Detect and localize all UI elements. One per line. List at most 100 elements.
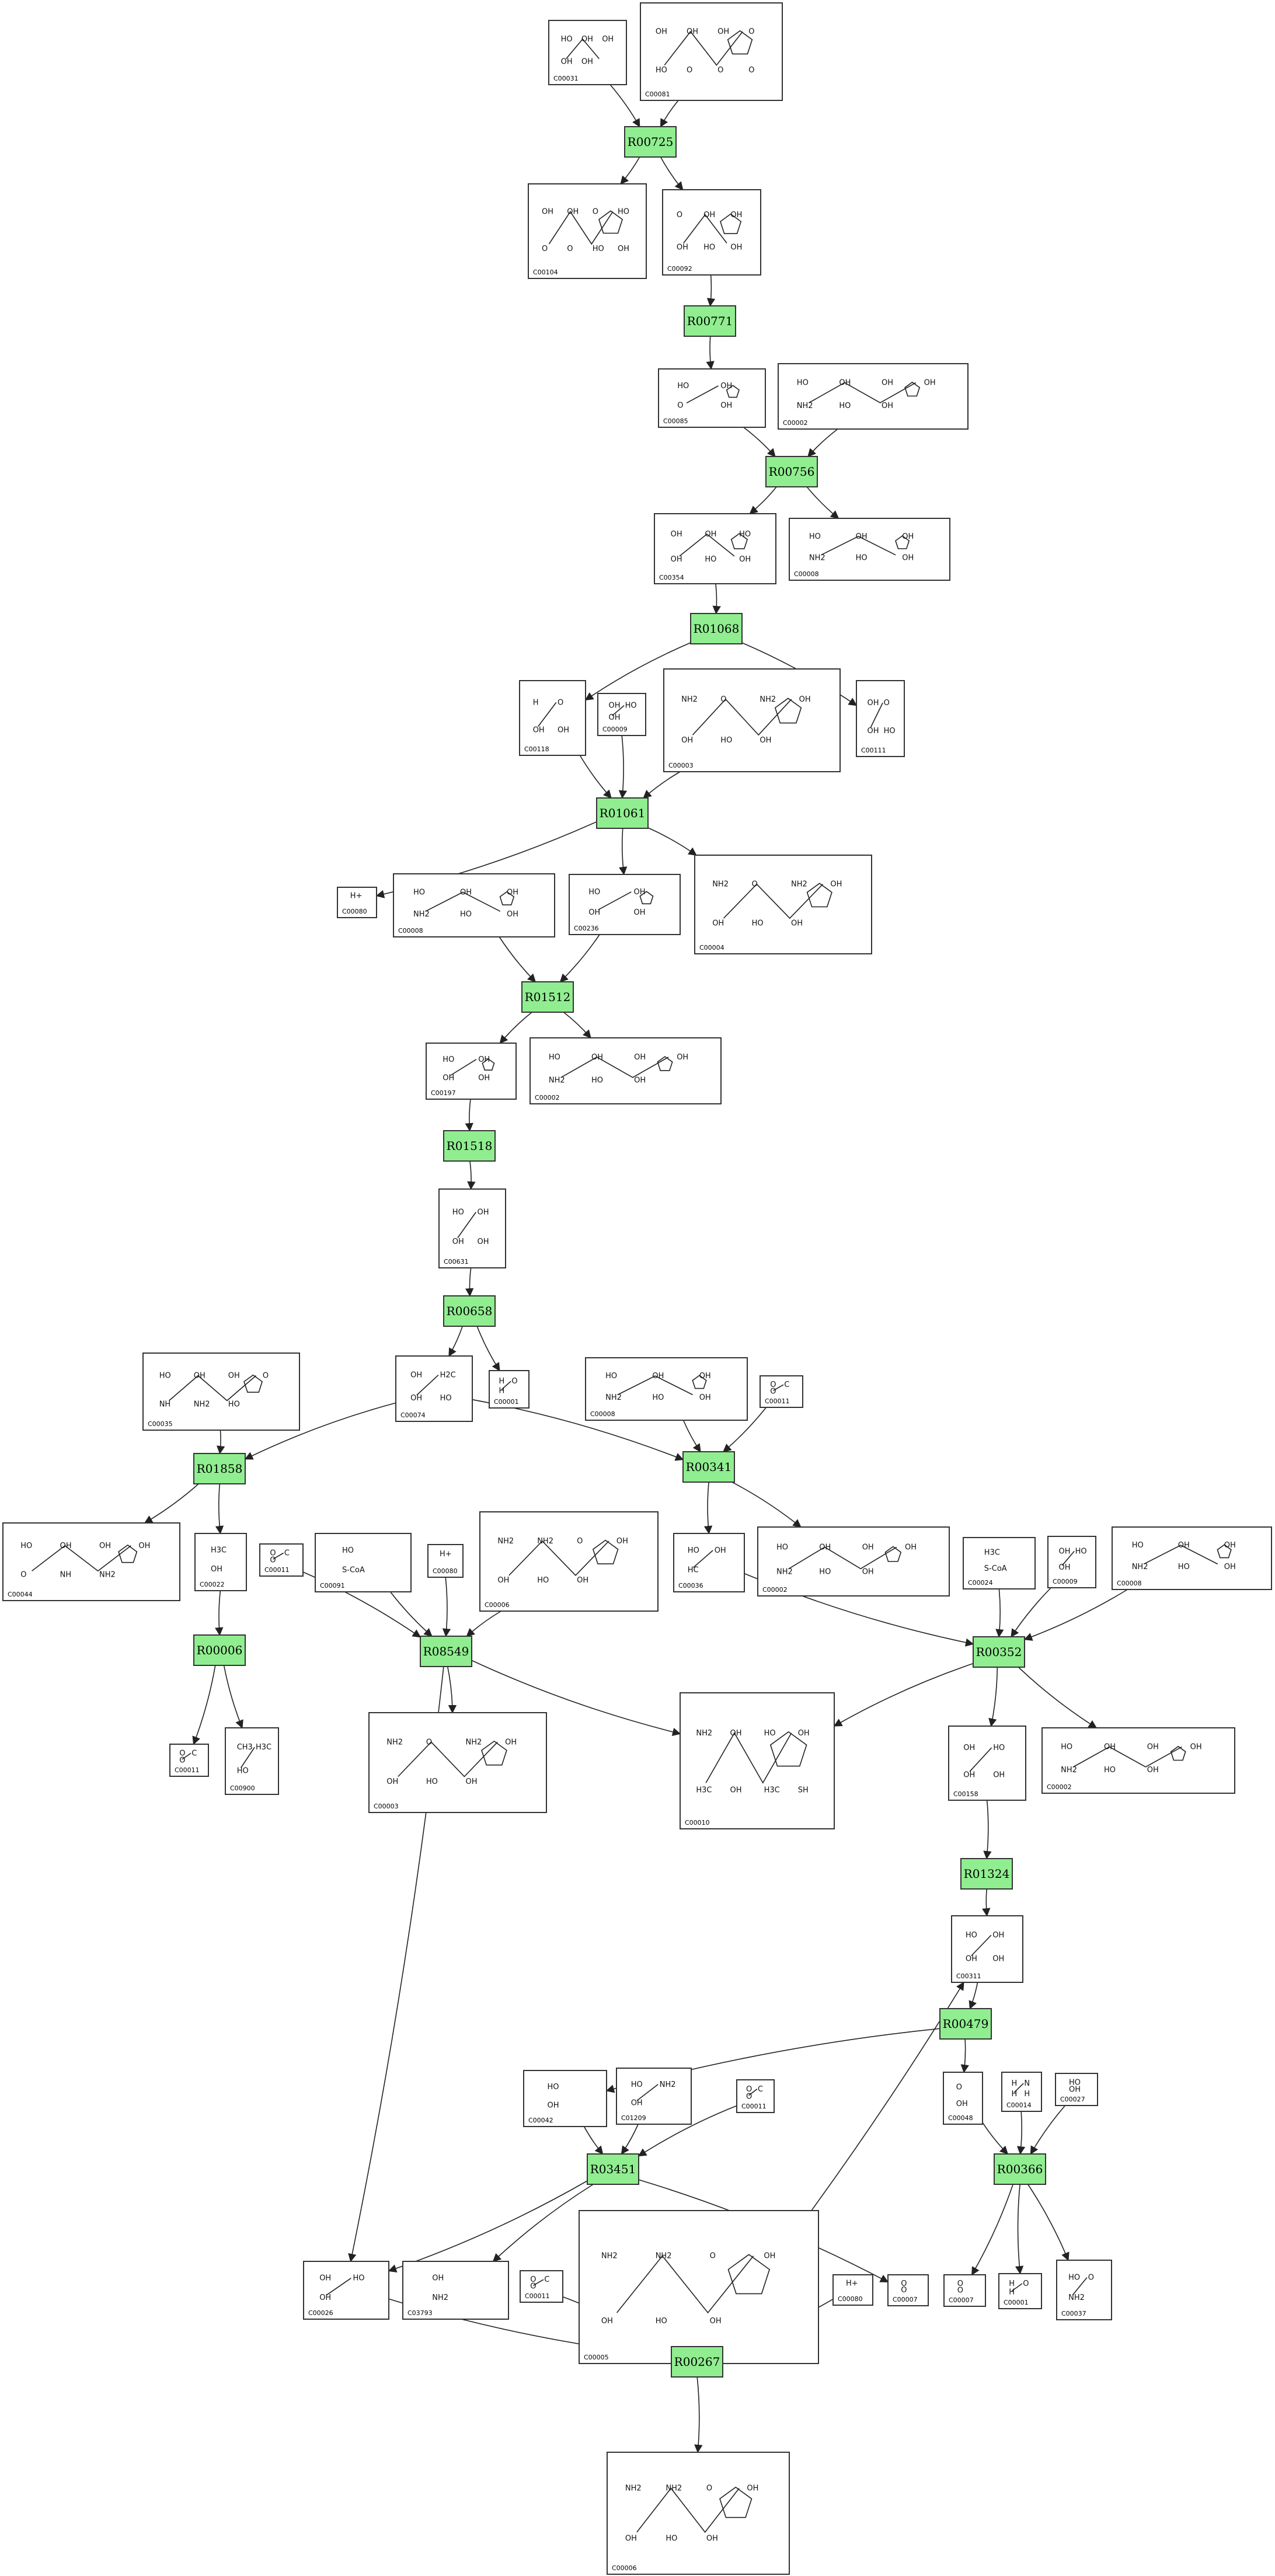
reaction-node-R00267[interactable]: R00267	[671, 2346, 723, 2378]
compound-box[interactable]	[315, 1533, 412, 1592]
compound-box[interactable]	[663, 668, 841, 772]
compound-box[interactable]	[259, 1543, 304, 1577]
reaction-box[interactable]	[443, 1295, 496, 1327]
reaction-node-R00658[interactable]: R00658	[443, 1295, 496, 1327]
reaction-box[interactable]	[973, 1636, 1025, 1668]
reaction-node-R01512[interactable]: R01512	[521, 981, 574, 1013]
compound-box[interactable]	[2, 1522, 180, 1601]
compound-box[interactable]	[194, 1533, 247, 1591]
compound-box[interactable]	[673, 1533, 745, 1592]
reaction-node-R01068[interactable]: R01068	[690, 613, 743, 644]
reaction-box[interactable]	[193, 1453, 246, 1484]
compound-box[interactable]	[529, 1037, 722, 1104]
compound-box[interactable]	[1055, 2073, 1098, 2106]
compound-box[interactable]	[528, 183, 647, 279]
reaction-node-R01061[interactable]: R01061	[596, 797, 649, 829]
compound-box[interactable]	[943, 2274, 986, 2307]
compound-box[interactable]	[1047, 1536, 1096, 1588]
reaction-box[interactable]	[690, 613, 743, 644]
reaction-node-R00756[interactable]: R00756	[765, 456, 818, 487]
reaction-node-R01324[interactable]: R01324	[960, 1858, 1013, 1890]
compound-box[interactable]	[438, 1188, 506, 1268]
reaction-box[interactable]	[596, 797, 649, 829]
compound-box[interactable]	[169, 1744, 209, 1777]
compound-box[interactable]	[225, 1727, 279, 1795]
compound-box[interactable]	[489, 1370, 529, 1409]
reaction-box[interactable]	[765, 456, 818, 487]
reaction-node-R00771[interactable]: R00771	[684, 305, 736, 337]
compound-box[interactable]	[393, 873, 555, 937]
compound-box[interactable]	[427, 1544, 464, 1578]
reaction-box[interactable]	[587, 2153, 639, 2185]
reaction-box[interactable]	[521, 981, 574, 1013]
compound-box[interactable]	[519, 680, 586, 756]
compound-box[interactable]	[1112, 1526, 1272, 1590]
compound-box[interactable]	[998, 2273, 1042, 2309]
reaction-box[interactable]	[193, 1634, 246, 1666]
reaction-box[interactable]	[443, 1130, 496, 1162]
reaction-node-R01518[interactable]: R01518	[443, 1130, 496, 1162]
compound-box[interactable]	[832, 2274, 873, 2306]
reaction-box[interactable]	[684, 305, 736, 337]
compound-box[interactable]	[479, 1511, 659, 1612]
compound-box[interactable]	[402, 2261, 509, 2320]
compound-box[interactable]	[680, 1692, 835, 1829]
compound-box[interactable]	[694, 855, 872, 954]
compound-box[interactable]	[142, 1353, 300, 1431]
compound-box[interactable]	[736, 2079, 775, 2113]
reaction-node-R00006[interactable]: R00006	[193, 1634, 246, 1666]
compound-box[interactable]	[368, 1712, 547, 1813]
compound-box[interactable]	[640, 2, 783, 101]
reaction-box[interactable]	[960, 1858, 1013, 1890]
compound-box[interactable]	[548, 20, 627, 85]
compound-node-C00080[interactable]: H+C00080	[427, 1544, 464, 1578]
compound-box[interactable]	[662, 189, 761, 276]
compound-box[interactable]	[579, 2210, 819, 2364]
reaction-box[interactable]	[671, 2346, 723, 2378]
compound-node-C00080[interactable]: H+C00080	[832, 2274, 873, 2306]
reaction-box[interactable]	[420, 1636, 472, 1667]
compound-box[interactable]	[616, 2068, 692, 2125]
compound-box[interactable]	[887, 2274, 929, 2306]
compound-box[interactable]	[520, 2270, 563, 2303]
compound-box[interactable]	[607, 2452, 790, 2575]
compound-box[interactable]	[951, 1915, 1023, 1983]
